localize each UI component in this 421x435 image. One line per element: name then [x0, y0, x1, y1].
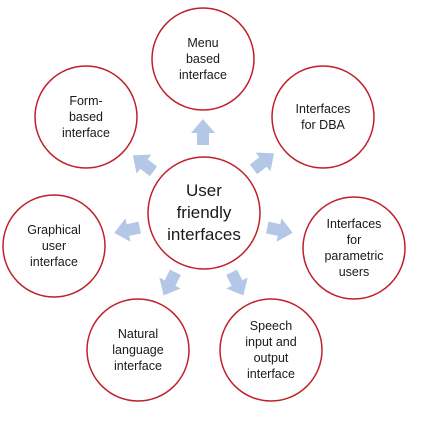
node-circle-menu-based-interface [151, 7, 255, 111]
arrow-to-form-based-interface [132, 154, 158, 177]
node-circle-interfaces-for-dba [271, 65, 375, 169]
node-label-interfaces-for-dba: Interfaces for DBA [295, 102, 351, 132]
node-circle-form-based-interface [34, 65, 138, 169]
arrow-to-natural-language-interface [159, 269, 181, 296]
arrow-to-graphical-user-interface [114, 218, 141, 242]
node-label-menu-based-interface: Menu based interface [179, 36, 227, 82]
node-circle-speech-interface [219, 298, 323, 402]
node-label-speech-interface: Speech input and output interface [245, 319, 297, 381]
node-label-form-based-interface: Form- based interface [62, 94, 110, 140]
node-label-natural-language-interface: Natural language interface [112, 327, 164, 373]
node-circle-interfaces-for-parametric-users [302, 196, 406, 300]
arrow-to-speech-interface [226, 269, 248, 296]
node-circle-natural-language-interface [86, 298, 190, 402]
node-circle-graphical-user-interface [2, 194, 106, 298]
center-circle [147, 156, 261, 270]
node-label-graphical-user-interface: Graphical user interface [27, 223, 81, 269]
arrow-to-interfaces-for-dba [249, 152, 275, 175]
center-label: User friendly interfaces [167, 181, 241, 244]
arrow-to-menu-based-interface [191, 119, 215, 145]
arrow-to-interfaces-for-parametric-users [266, 218, 293, 242]
node-label-interfaces-for-parametric-users: Interfaces for parametric users [324, 217, 384, 279]
